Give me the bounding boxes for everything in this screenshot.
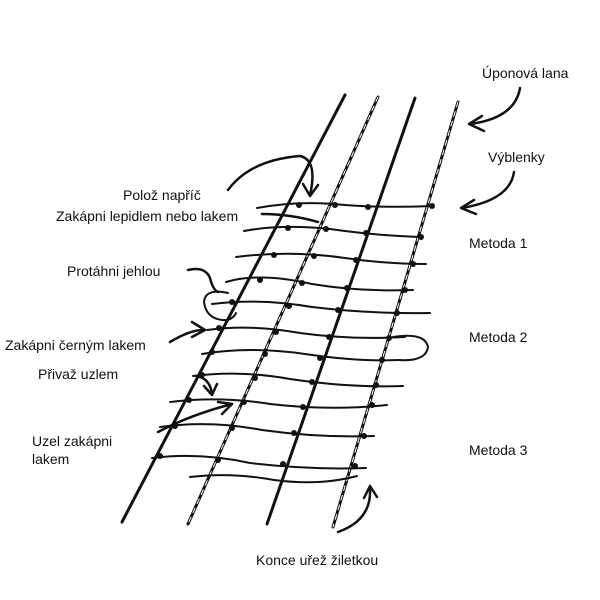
arrow-splits [460,170,516,210]
label-lay-across: Polož napříč [123,187,201,203]
ratline-11 [151,454,367,470]
ratline-1 [256,202,433,209]
arrow-knot-lacquer [156,402,234,434]
label-method-3: Metoda 3 [469,442,528,458]
arrow-tie-knot [194,374,214,396]
label-splits: Výblenky [488,149,545,165]
label-thread-needle: Protáhni jehlou [67,263,161,279]
method2-loop-left [203,290,237,322]
ratline-7 [201,349,399,362]
ratlines [151,202,433,484]
label-knot-lacquer-line1: Uzel zakápni [32,433,113,449]
arrow-warp-cords [468,86,522,126]
label-black-lacquer: Zakápni černým lakem [5,337,146,353]
arrow-lay-across [226,154,314,197]
shroud-line-1 [120,93,347,524]
knots [157,202,435,469]
ratline-2 [243,225,422,238]
label-glue: Zakápni lepidlem nebo lakem [56,208,239,224]
label-trim-ends: Konce uřež žiletkou [256,552,379,568]
ratline-5 [211,300,431,315]
ratline-10 [159,423,375,438]
ratline-12 [189,474,358,484]
label-method-1: Metoda 1 [469,235,528,251]
label-knot-lacquer-line2: lakem [32,451,70,467]
pointer-arrows [156,86,522,534]
method2-loop-right [392,334,429,362]
arrow-trim-ends [336,486,372,534]
arrow-glue [260,212,320,224]
ratline-9 [169,398,388,409]
arrow-thread-needle [186,267,220,294]
ratline-4 [225,276,414,292]
shroud-lines [120,93,460,529]
label-method-2: Metoda 2 [469,329,528,345]
ratline-6 [206,326,406,339]
shroud-line-3 [265,96,417,526]
label-warp-cords: Úponová lana [482,65,569,81]
label-tie-knot: Přivaž uzlem [38,366,119,382]
arrow-black-lacquer [168,328,205,344]
ratline-3 [235,252,427,265]
ratline-8 [192,372,404,388]
